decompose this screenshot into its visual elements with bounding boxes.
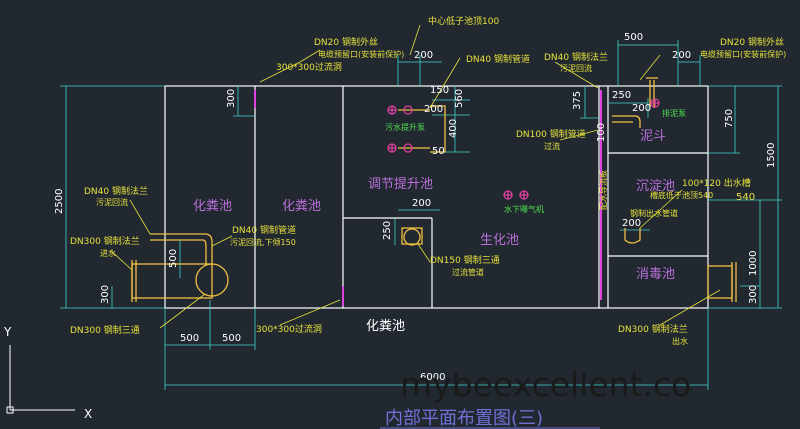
annotation-center-hole: 中心低子池顶100 (428, 15, 499, 27)
dim-500-b2: 500 (222, 333, 241, 344)
annotation-dn100-1: DN100 钢制管道 (516, 128, 586, 140)
annotation-dn40-mid-1: DN40 钢制管道 (232, 224, 296, 236)
dim-400: 400 (448, 119, 459, 138)
axis-y-label: Y (3, 325, 12, 339)
pump-symbols (387, 98, 660, 200)
annotation-dn40-mid-2: 污泥回流,下倾150 (230, 237, 296, 247)
annotation-dn40-left-1: DN40 钢制法兰 (84, 185, 148, 197)
dim-500-mid: 500 (168, 249, 179, 268)
dim-250-reg: 250 (382, 221, 393, 240)
drawing-title: 内部平面布置图(三) (385, 408, 543, 429)
dim-200-right: 200 (632, 103, 651, 114)
annotation-outlet-weir-2: 槽底低于池顶540 (650, 190, 713, 200)
chamber-septic-bottom: 化粪池 (366, 319, 405, 334)
dim-100: 100 (596, 123, 607, 142)
annotation-dn40-flange-2: 污泥回流 (560, 63, 592, 73)
dim-375: 375 (572, 91, 583, 110)
dim-1500: 1500 (766, 143, 777, 168)
dim-200-reg: 200 (412, 198, 431, 209)
chamber-regulating: 调节提升池 (368, 176, 433, 192)
annotation-hole-300-bottom: 300*300过流洞 (256, 323, 322, 335)
label-sludge-pump: 排泥泵 (662, 108, 686, 118)
annotation-outlet-weir-1: 100*120 出水槽 (682, 177, 751, 189)
annotation-dn300-out-2: 出水 (672, 336, 688, 346)
leader-lines (109, 24, 721, 329)
dim-6000: 6000 (420, 372, 445, 383)
dim-560: 560 (454, 89, 465, 108)
annotation-dn40-steel-pipe: DN40 钢制管道 (466, 53, 530, 65)
annotation-dn20-left-2: 电缆预留口(安装前保护) (318, 49, 404, 59)
dim-300-left: 300 (226, 89, 237, 108)
axis-x-label: X (84, 407, 92, 421)
chamber-septic-2: 化粪池 (282, 199, 321, 214)
dim-200-right-top: 200 (672, 50, 691, 61)
annotation-dn300-tee: DN300 钢制三通 (70, 324, 140, 336)
label-baffle: 配水导流板 (598, 170, 608, 210)
dimension-lines (60, 40, 782, 390)
dim-1000: 1000 (748, 251, 759, 276)
chamber-septic-1: 化粪池 (193, 199, 232, 214)
chamber-settling: 沉淀池 (636, 179, 675, 194)
annotation-hole-300-top: 300*300过流洞 (276, 61, 342, 73)
label-sewage-pump: 污水提升泵 (385, 122, 425, 132)
dim-200-settle: 200 (622, 218, 641, 229)
chamber-biochemical: 生化池 (480, 233, 519, 248)
dim-200-mid: 200 (424, 104, 443, 115)
annotation-dn150-1: DN150 钢制三通 (430, 254, 500, 266)
dimension-texts: 200 500 200 150 200 50 250 200 200 200 5… (180, 32, 755, 383)
label-aerator: 水下曝气机 (504, 204, 544, 214)
watermark: mybeexcellent.co (400, 365, 691, 404)
dim-200-top: 200 (414, 50, 433, 61)
chamber-funnel: 泥斗 (640, 129, 666, 144)
dim-2500: 2500 (54, 189, 65, 214)
equipment-labels: 污水提升泵 水下曝气机 排泥泵 (385, 108, 686, 214)
annotation-dn150-2: 过流管道 (452, 267, 484, 277)
dim-500-b1: 500 (180, 333, 199, 344)
annotation-dn300-out-1: DN300 钢制法兰 (618, 323, 688, 335)
dim-300-bottom-right: 300 (748, 285, 759, 304)
dim-50: 50 (432, 146, 445, 157)
tank-outline (164, 85, 709, 309)
annotation-dn20-right-2: 电缆预留口(安装前保护) (700, 49, 786, 59)
dim-300-bottom-left: 300 (100, 285, 111, 304)
annotation-dn20-left-1: DN20 钢制外丝 (314, 36, 378, 48)
chamber-disinfection: 消毒池 (636, 267, 675, 282)
dim-250-right: 250 (612, 90, 631, 101)
magenta-markers (254, 90, 602, 306)
annotation-dn100-2: 过流 (544, 141, 560, 151)
annotation-dn40-left-2: 污泥回流 (96, 197, 128, 207)
ucs-axis-icon (6, 345, 75, 414)
dim-500-right-top: 500 (624, 32, 643, 43)
annotation-dn20-right-1: DN20 钢制外丝 (720, 36, 784, 48)
pipes (131, 77, 737, 302)
dim-150: 150 (430, 85, 449, 96)
annotation-dn300-in-1: DN300 钢制法兰 (70, 235, 140, 247)
chamber-labels: 化粪池 化粪池 调节提升池 生化池 泥斗 沉淀池 消毒池 (193, 129, 675, 282)
dimension-texts-vertical: 300 560 400 375 100 750 1500 2500 250 50… (54, 89, 777, 304)
annotation-dn40-flange-1: DN40 钢制法兰 (544, 51, 608, 63)
dim-750: 750 (724, 109, 735, 128)
dim-540: 540 (736, 192, 755, 203)
annotation-dn300-in-2: 进水 (100, 248, 116, 258)
annotation-dn40-outlet: 钢制出水管道 (630, 208, 678, 218)
annotations: 中心低子池顶100 DN20 钢制外丝 电缆预留口(安装前保护) 300*300… (70, 15, 786, 346)
